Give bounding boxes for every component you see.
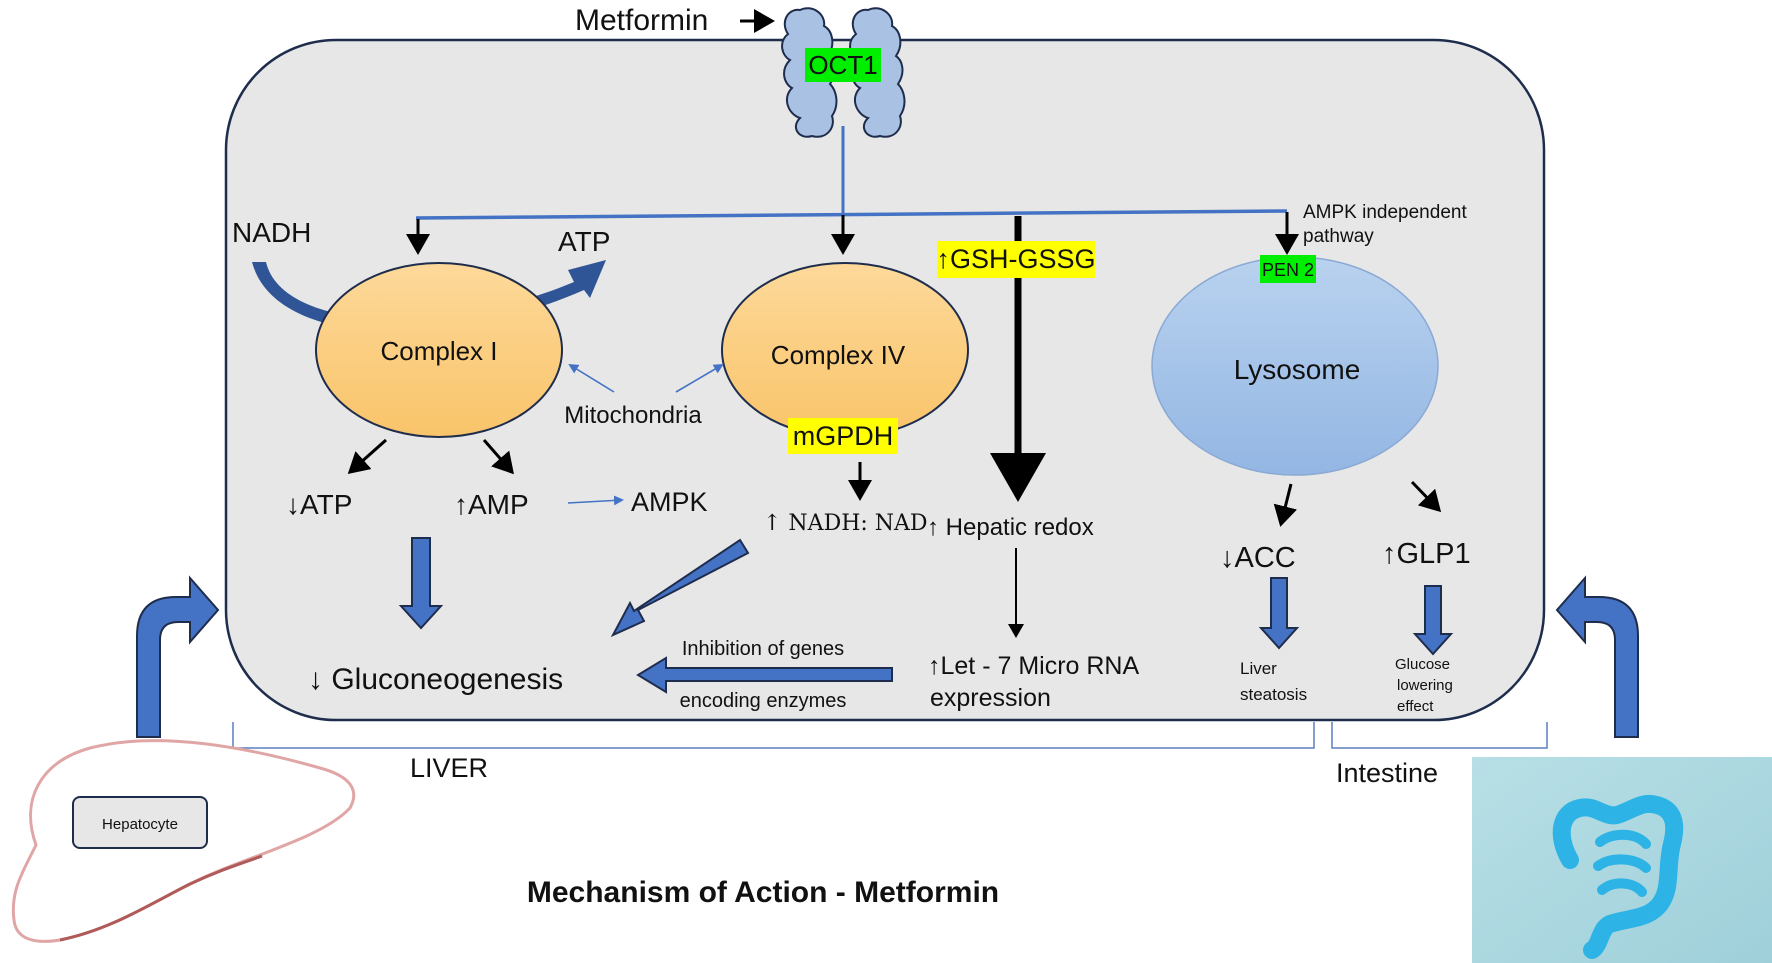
gsh-label: ↑GSH-GSSG bbox=[936, 244, 1095, 274]
lysosome-to-acc-arrow bbox=[1273, 483, 1298, 527]
let7-label-line1: ↑Let - 7 Micro RNA bbox=[928, 652, 1139, 680]
amp-up-label: ↑AMP bbox=[454, 489, 529, 520]
amp-to-ampk-arrow bbox=[567, 495, 624, 506]
ampk-independent-label-line1: AMPK independent bbox=[1303, 202, 1467, 223]
nadh-to-gluconeogenesis-arrow bbox=[610, 538, 750, 638]
oct1-label: OCT1 bbox=[808, 50, 877, 80]
intestine-icon bbox=[1552, 794, 1684, 959]
diagram-title: Mechanism of Action - Metformin bbox=[527, 876, 999, 909]
acc-to-steatosis-arrow bbox=[1258, 577, 1300, 650]
intestine-label: Intestine bbox=[1336, 758, 1438, 788]
liver-lower-edge bbox=[59, 854, 263, 942]
intestine-entry-arrow bbox=[1555, 575, 1639, 738]
glp1-label: ↑GLP1 bbox=[1382, 538, 1471, 570]
complex1-to-atp-arrow bbox=[347, 438, 387, 474]
mitochondria-label: Mitochondria bbox=[564, 402, 702, 429]
atp-output-label: ATP bbox=[558, 226, 610, 257]
complex1-ellipse bbox=[315, 262, 563, 438]
liver-entry-arrow bbox=[136, 575, 220, 738]
inhibition-label-line2: encoding enzymes bbox=[680, 690, 847, 712]
hepatocyte-label: Hepatocyte bbox=[102, 816, 178, 833]
glp1-to-glucose-arrow bbox=[1412, 585, 1454, 656]
gluconeogenesis-label: ↓ Gluconeogenesis bbox=[308, 663, 563, 696]
gsh-highlight bbox=[937, 241, 1095, 278]
ampk-independent-label-line2: pathway bbox=[1303, 226, 1374, 247]
oct1-highlight bbox=[805, 48, 881, 82]
complex1-label: Complex I bbox=[380, 336, 497, 366]
glucose-effect-line1: Glucose bbox=[1395, 656, 1450, 673]
let7-label-line2: expression bbox=[930, 684, 1051, 712]
lysosome-to-glp1-arrow bbox=[1410, 480, 1442, 513]
hepatocyte-box bbox=[72, 796, 208, 849]
glucose-effect-line2: lowering bbox=[1397, 677, 1453, 694]
atp-down-label: ↓ATP bbox=[286, 489, 352, 520]
liver-label: LIVER bbox=[410, 753, 488, 783]
complex4-label: Complex IV bbox=[771, 340, 906, 370]
nadh-label: NADH bbox=[232, 217, 311, 248]
liver-outline-icon bbox=[11, 739, 356, 943]
distribution-line bbox=[415, 209, 1288, 220]
intestine-bracket bbox=[1331, 722, 1548, 749]
mgpdh-highlight bbox=[788, 418, 898, 454]
ampk-label: AMPK bbox=[631, 487, 708, 517]
liver-bracket bbox=[232, 722, 1315, 749]
mito-to-complex4-arrow bbox=[675, 363, 724, 393]
acc-label: ↓ACC bbox=[1220, 542, 1296, 574]
glucose-effect-line3: effect bbox=[1397, 698, 1434, 715]
complex1-to-amp-arrow bbox=[482, 439, 514, 475]
hepatic-redox-label: ↑ Hepatic redox bbox=[927, 514, 1094, 541]
metformin-label: Metformin bbox=[575, 4, 708, 37]
atp-to-gluconeogenesis-arrow bbox=[398, 537, 444, 630]
mgpdh-label: mGPDH bbox=[793, 421, 894, 451]
pen2-highlight bbox=[1260, 255, 1316, 283]
steatosis-label-line2: steatosis bbox=[1240, 685, 1307, 704]
mito-to-complex1-arrow bbox=[568, 363, 615, 393]
inhibition-label-line1: Inhibition of genes bbox=[682, 638, 844, 660]
pen2-label: PEN 2 bbox=[1262, 260, 1314, 280]
steatosis-label-line1: Liver bbox=[1240, 659, 1277, 678]
nadh-nad-label: ↑ NADH: NAD bbox=[763, 511, 928, 536]
inhibition-arrow bbox=[636, 656, 893, 694]
lysosome-label: Lysosome bbox=[1234, 354, 1361, 385]
